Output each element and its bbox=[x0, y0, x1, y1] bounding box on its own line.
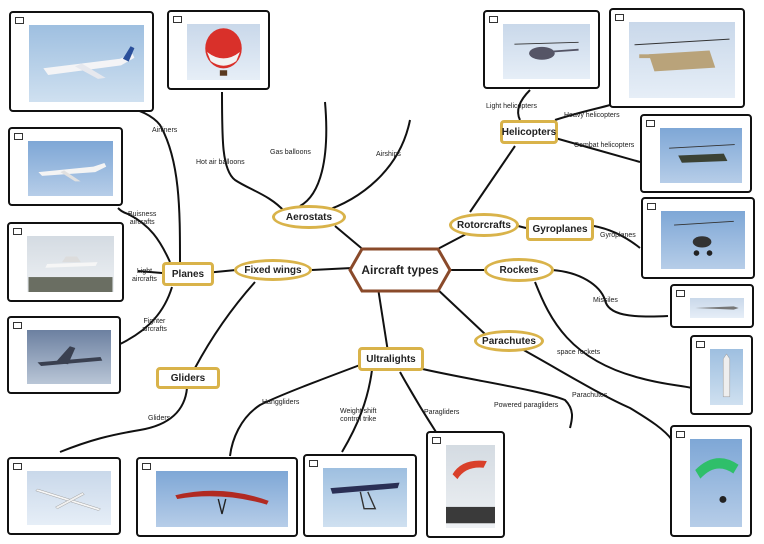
label-heavy-helicopters: Heavy helicopters bbox=[564, 112, 620, 119]
photo-glider bbox=[7, 457, 121, 535]
photo-parachute bbox=[670, 425, 752, 537]
photo-paraglider bbox=[426, 431, 505, 538]
photo-space-rocket bbox=[690, 335, 753, 415]
label-space-rockets: space rockets bbox=[557, 349, 601, 356]
label-powered-paragliders: Powered paragliders bbox=[494, 402, 559, 409]
photo-business-jet bbox=[8, 127, 123, 206]
node-parachutes[interactable]: Parachutes bbox=[474, 330, 544, 352]
label-weight-shift-line2: control trike bbox=[340, 416, 377, 423]
label-parachutes: Parachutes bbox=[572, 392, 608, 399]
label-business-line1: Buisness bbox=[128, 211, 157, 218]
label-hanggliders: Hanggliders bbox=[262, 399, 300, 406]
label-fighter-line2: aircrafts bbox=[142, 326, 167, 333]
photo-light-helicopter bbox=[483, 10, 600, 89]
photo-heavy-helicopter bbox=[609, 8, 745, 108]
label-fighter-aircrafts: Fighter aircrafts bbox=[142, 318, 167, 334]
label-light-line1: Light bbox=[136, 268, 153, 275]
label-gyroplanes: Gyroplanes bbox=[600, 232, 636, 239]
label-paragliders: Paragliders bbox=[424, 409, 460, 416]
photo-hangglider bbox=[136, 457, 298, 537]
label-light-aircrafts: Light aircrafts bbox=[132, 268, 157, 284]
photo-fighter-jet bbox=[7, 316, 121, 394]
node-rotorcrafts[interactable]: Rotorcrafts bbox=[449, 213, 519, 237]
label-weight-shift: Weight shift control trike bbox=[340, 408, 376, 424]
node-aerostats[interactable]: Aerostats bbox=[272, 205, 346, 229]
label-weight-shift-line1: Weight shift bbox=[340, 408, 377, 415]
photo-light-aircraft bbox=[7, 222, 124, 302]
label-light-line2: aircrafts bbox=[132, 276, 157, 283]
photo-combat-helicopter bbox=[640, 114, 752, 193]
node-fixed-wings[interactable]: Fixed wings bbox=[234, 259, 312, 281]
node-gliders[interactable]: Gliders bbox=[156, 367, 220, 389]
node-planes[interactable]: Planes bbox=[162, 262, 214, 286]
label-airliners: Airliners bbox=[152, 127, 178, 134]
label-gliders: Gliders bbox=[148, 415, 171, 422]
photo-gyroplane bbox=[641, 197, 755, 279]
photo-hot-air-balloon bbox=[167, 10, 270, 90]
node-ultralights[interactable]: Ultralights bbox=[358, 347, 424, 371]
photo-weight-shift-trike bbox=[303, 454, 417, 537]
photo-airliner bbox=[9, 11, 154, 112]
node-rockets[interactable]: Rockets bbox=[484, 258, 554, 282]
label-combat-helicopters: Combat helicopters bbox=[574, 142, 635, 149]
label-gas-balloons: Gas balloons bbox=[270, 149, 311, 156]
photo-missile bbox=[670, 284, 754, 328]
node-gyroplanes[interactable]: Gyroplanes bbox=[526, 217, 594, 241]
label-fighter-line1: Fighter bbox=[143, 318, 166, 325]
label-light-helicopters: Light helicopters bbox=[486, 103, 537, 110]
label-business: Buisness aircrafts bbox=[128, 211, 156, 227]
center-node[interactable] bbox=[348, 247, 452, 293]
center-title: Aircraft types bbox=[361, 263, 439, 277]
label-airships: Airships bbox=[376, 151, 401, 158]
label-business-line2: aircrafts bbox=[129, 219, 155, 226]
label-hot-air-balloons: Hot air balloons bbox=[196, 159, 245, 166]
label-missiles: Missiles bbox=[593, 297, 618, 304]
node-helicopters[interactable]: Helicopters bbox=[500, 120, 558, 144]
